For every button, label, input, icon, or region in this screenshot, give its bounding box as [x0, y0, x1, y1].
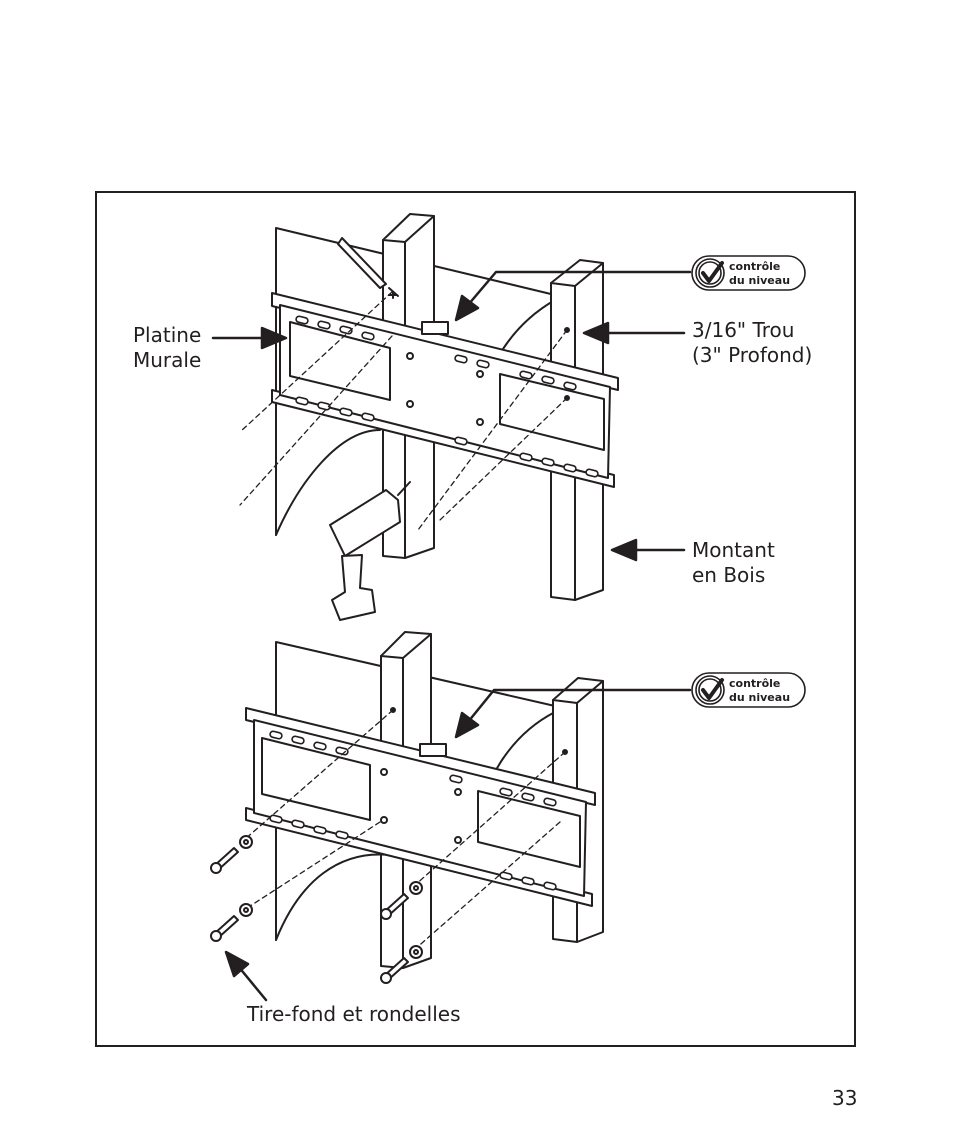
checkmark-icon — [701, 261, 724, 283]
badge-bottom-line1: contrôle — [729, 677, 780, 690]
wall-curve-lower-bottom — [275, 853, 391, 941]
lag-bolts-icon — [210, 835, 423, 984]
wall-curve-lower — [275, 429, 381, 536]
bottom-diagram — [210, 631, 604, 984]
label-trou: 3/16" Trou (3" Profond) — [692, 318, 813, 367]
level-check-badge-top: contrôle du niveau — [691, 255, 806, 291]
arrow-montant — [610, 538, 638, 562]
label-platine-murale: Platine Murale — [133, 323, 202, 372]
callout-arrows — [211, 270, 692, 1002]
level-tool-bottom — [419, 743, 447, 757]
figure-frame — [95, 191, 856, 1047]
checkmark-icon — [701, 678, 724, 700]
badge-bottom-line2: du niveau — [729, 691, 790, 704]
arrow-trou — [582, 321, 610, 345]
arrow-tirefond — [224, 950, 250, 978]
crosshair-mark — [388, 287, 399, 299]
pencil-icon — [337, 237, 387, 289]
badge-top-line1: contrôle — [729, 260, 780, 273]
wall-plate-top — [271, 292, 619, 488]
top-diagram — [239, 213, 619, 621]
screw-guides-bottom — [243, 709, 566, 951]
arrow-level-bottom — [454, 711, 480, 739]
label-montant: Montant en Bois — [692, 538, 775, 587]
arrow-level-top — [454, 294, 480, 322]
level-tool-top — [421, 321, 449, 335]
drill-guides-top — [239, 291, 568, 531]
level-check-badge-bottom: contrôle du niveau — [691, 672, 806, 708]
drill-icon — [329, 481, 411, 621]
label-tirefond: Tire-fond et rondelles — [247, 1002, 461, 1026]
badge-top-line2: du niveau — [729, 274, 790, 287]
arrow-platine — [260, 326, 288, 350]
page-number: 33 — [832, 1086, 858, 1110]
